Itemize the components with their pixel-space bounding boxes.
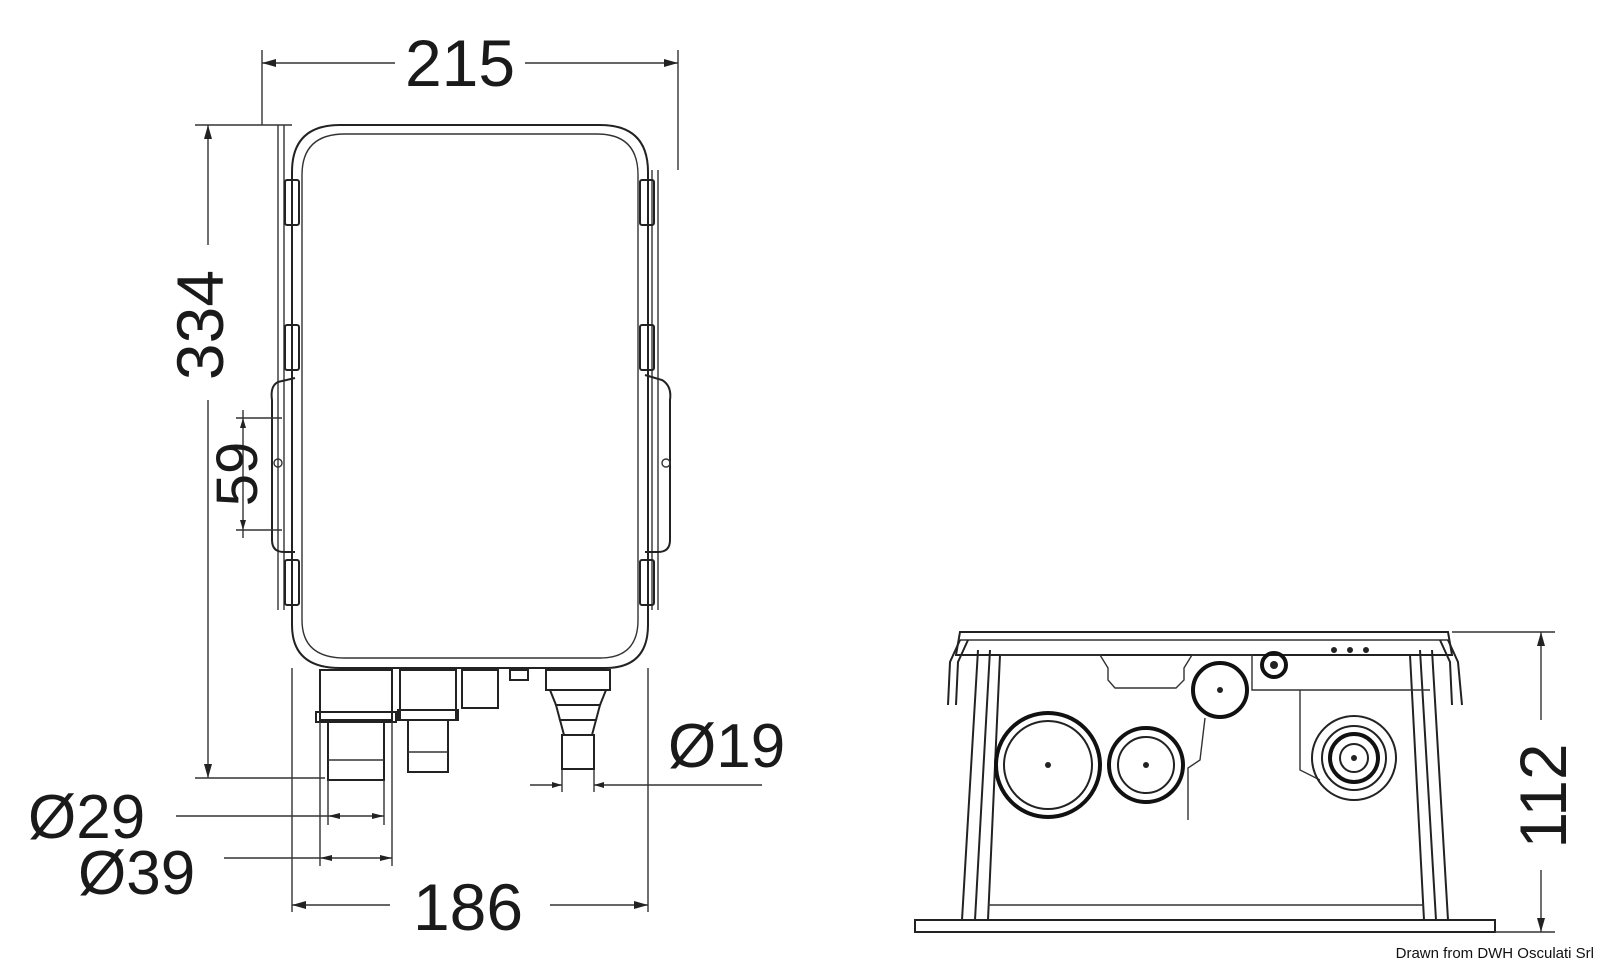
top-view-outlet — [545, 669, 611, 770]
dim-label-outlet-diameter: Ø19 — [668, 712, 785, 781]
dimension-bracket-spacing: 59 — [205, 410, 282, 538]
side-view-body — [914, 649, 1496, 933]
side-view-lid — [947, 631, 1463, 706]
dim-label-bottom-width: 186 — [413, 870, 523, 944]
top-view-left-rail — [270, 125, 300, 610]
side-view-port-small — [1260, 651, 1288, 679]
dim-label-bracket-spacing: 59 — [205, 442, 270, 507]
side-view: 112 — [914, 631, 1580, 933]
dimension-height: 334 — [163, 124, 325, 779]
dimension-side-height: 112 — [1452, 631, 1580, 933]
side-view-port-outlet — [1311, 715, 1397, 801]
top-view-small-fitting — [461, 669, 529, 709]
dimension-top-width: 215 — [261, 26, 679, 170]
dimension-inlet-small-diameter: Ø29 — [28, 780, 385, 852]
side-view-port-medium — [1107, 726, 1185, 804]
top-view-inlet-large — [315, 669, 397, 781]
dimension-bottom-width: 186 — [291, 668, 649, 944]
dimension-outlet-diameter: Ø19 — [530, 712, 785, 792]
dim-label-height: 334 — [163, 270, 237, 380]
side-view-internal-profile — [1000, 647, 1430, 820]
top-view-body — [291, 124, 649, 669]
side-view-port-upper — [1191, 661, 1249, 719]
top-view-inlet-small — [397, 669, 459, 773]
side-view-port-large — [994, 711, 1102, 819]
top-view-right-rail — [639, 170, 672, 610]
dim-label-top-width: 215 — [405, 26, 515, 100]
dimension-inlet-large-diameter: Ø39 — [78, 722, 393, 908]
top-view: 215 334 59 Ø19 — [28, 26, 785, 944]
dim-label-inlet-small-diameter: Ø29 — [28, 783, 145, 852]
drawing-credit: Drawn from DWH Osculati Srl — [1395, 945, 1594, 962]
dim-label-side-height: 112 — [1506, 743, 1580, 848]
dim-label-inlet-large-diameter: Ø39 — [78, 839, 195, 908]
